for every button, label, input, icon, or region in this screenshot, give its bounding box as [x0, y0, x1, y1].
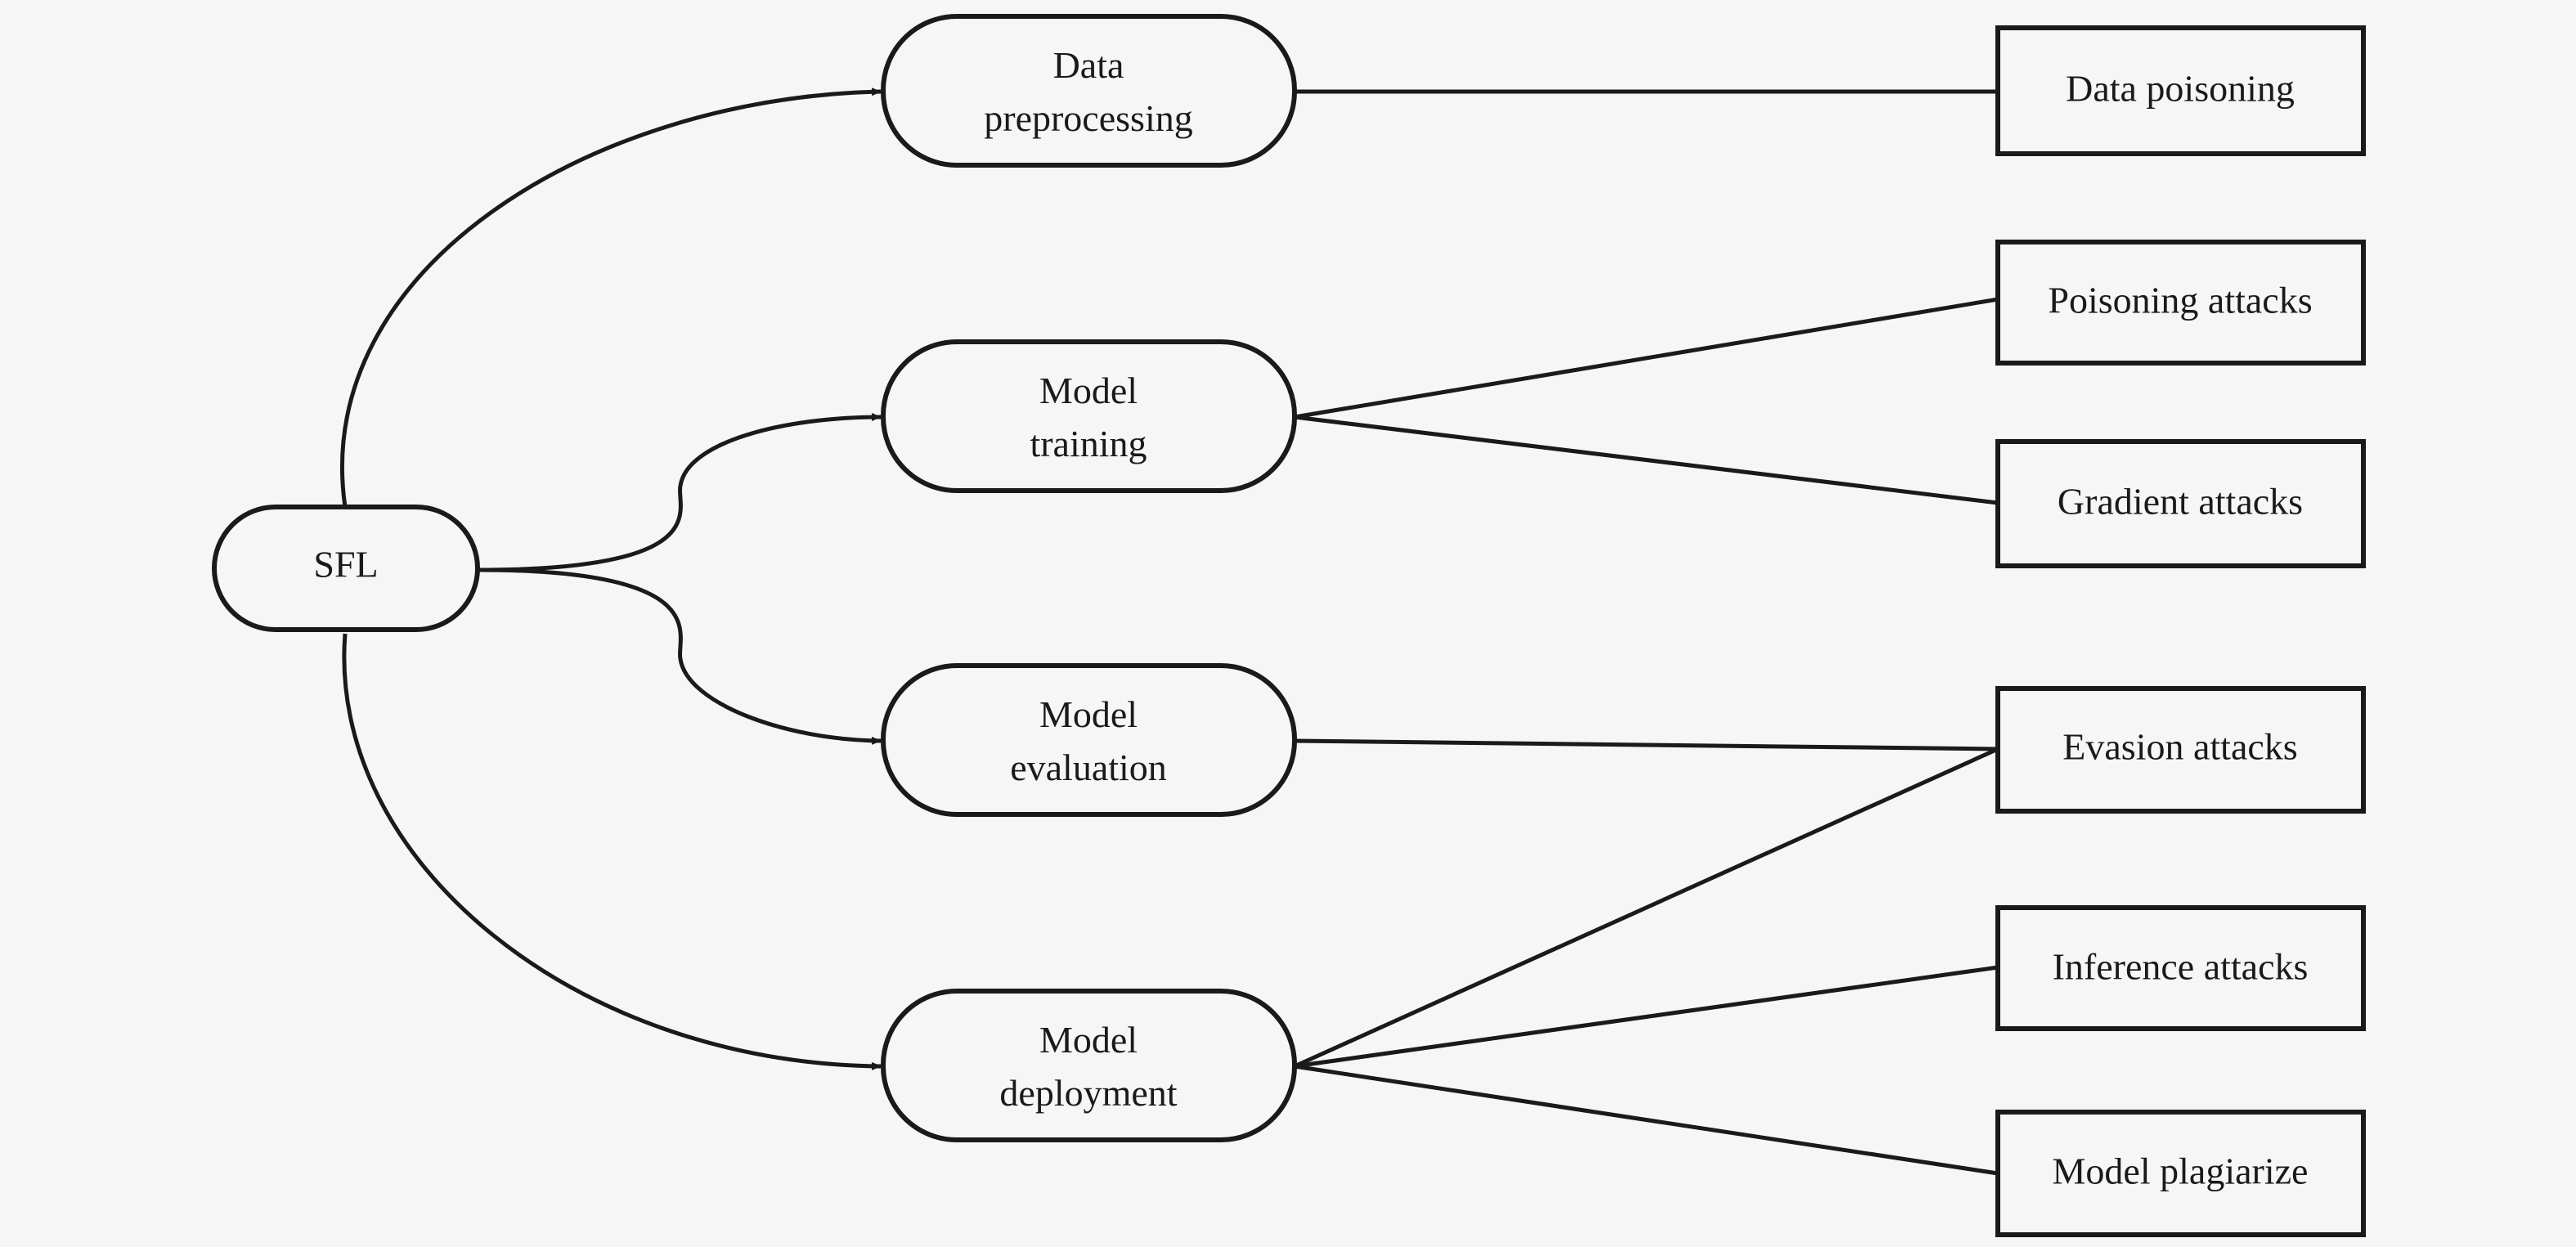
edge-sfl-to-model-training	[477, 413, 882, 572]
edge-model-deployment-to-inference-attacks	[1294, 965, 1999, 1069]
node-sfl-label: SFL	[313, 544, 378, 585]
edge-model-training-to-poisoning-attacks	[1294, 297, 1999, 419]
node-model-training-line-2: training	[1030, 423, 1147, 464]
node-inference-attacks: Inference attacks	[1995, 905, 2366, 1031]
node-gradient-attacks-label: Gradient attacks	[2058, 481, 2303, 523]
node-model-plagiarize-label: Model plagiarize	[2053, 1151, 2309, 1192]
node-poisoning-attacks: Poisoning attacks	[1995, 240, 2366, 366]
edge-model-deployment-to-evasion-attacks	[1293, 747, 1999, 1069]
edge-sfl-to-data-preprocessing	[339, 87, 882, 508]
edge-model-deployment-to-model-plagiarize	[1294, 1064, 1999, 1176]
node-model-evaluation-line-1: Model	[1039, 693, 1138, 735]
node-data-preprocessing: Data preprocessing	[881, 14, 1297, 168]
node-poisoning-attacks-label: Poisoning attacks	[2048, 280, 2312, 321]
node-data-poisoning-label: Data poisoning	[2066, 68, 2295, 110]
node-model-training: Model training	[881, 339, 1297, 493]
node-data-poisoning: Data poisoning	[1995, 25, 2366, 156]
node-model-deployment: Model deployment	[881, 989, 1297, 1142]
node-gradient-attacks: Gradient attacks	[1995, 439, 2366, 568]
edge-model-evaluation-to-evasion-attacks	[1294, 738, 1999, 751]
node-data-preprocessing-line-2: preprocessing	[984, 97, 1192, 139]
node-data-preprocessing-line-1: Data	[1053, 44, 1124, 86]
node-evasion-attacks: Evasion attacks	[1995, 686, 2366, 814]
node-sfl: SFL	[212, 505, 480, 632]
edge-sfl-to-model-deployment	[342, 633, 882, 1070]
edge-sfl-to-model-evaluation	[477, 567, 882, 745]
node-model-training-line-1: Model	[1039, 370, 1138, 411]
node-model-evaluation-line-2: evaluation	[1010, 747, 1167, 788]
node-evasion-attacks-label: Evasion attacks	[2062, 726, 2297, 768]
node-model-plagiarize: Model plagiarize	[1995, 1110, 2366, 1237]
node-inference-attacks-label: Inference attacks	[2053, 946, 2309, 988]
node-model-deployment-line-2: deployment	[999, 1072, 1177, 1114]
node-model-deployment-line-1: Model	[1039, 1019, 1138, 1061]
node-model-evaluation: Model evaluation	[881, 663, 1297, 817]
edge-model-training-to-gradient-attacks	[1294, 415, 1999, 505]
